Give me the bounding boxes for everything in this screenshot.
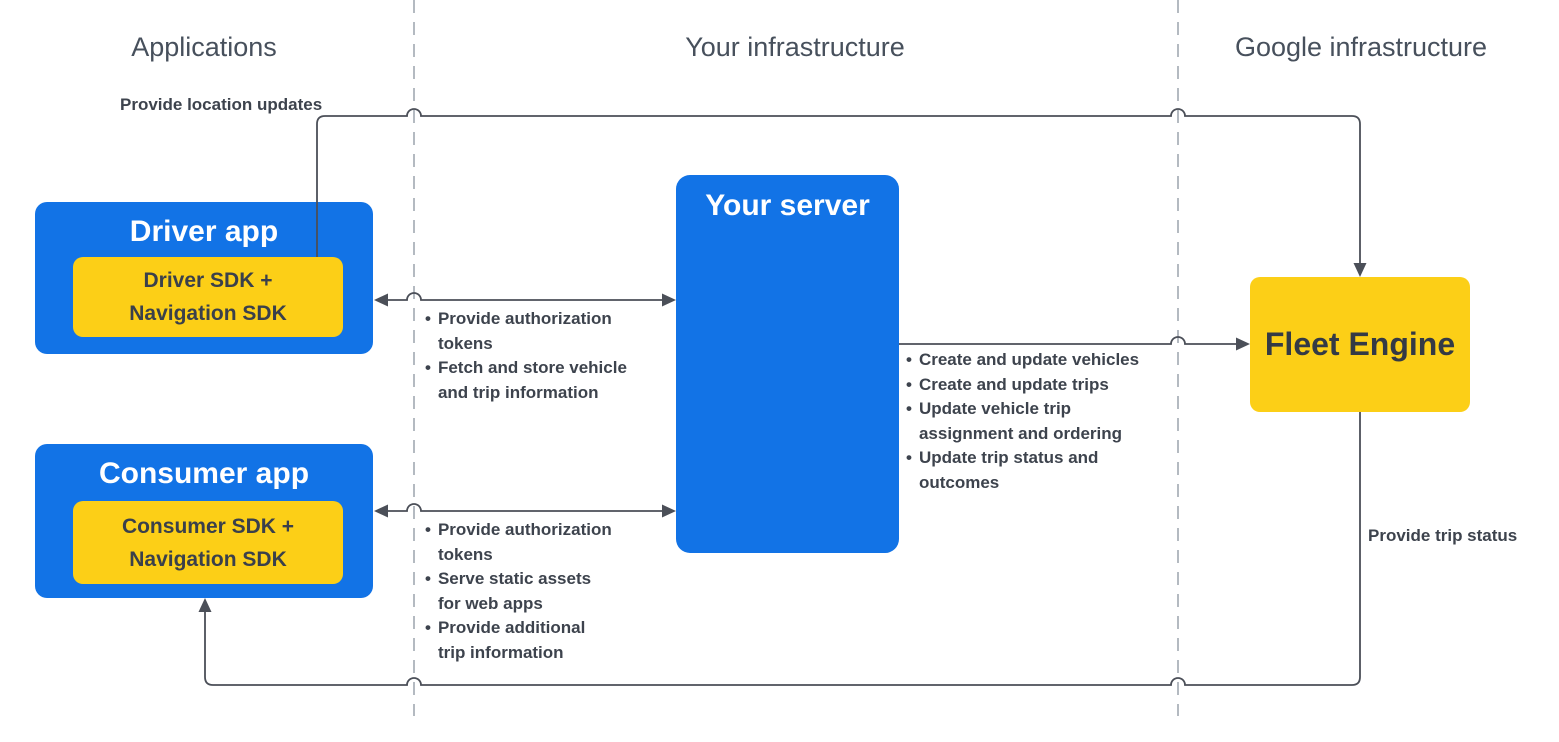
consumer-app-title: Consumer app [98, 457, 310, 490]
edge-bullets-consumer-server: Provide authorization tokens Serve stati… [425, 518, 612, 665]
your-server-title: Your server [705, 189, 870, 222]
bullet-text: Update trip status and outcomes [918, 448, 1099, 492]
arrowhead-consumer-right [374, 504, 388, 518]
arrowhead-server-left-top [662, 293, 676, 307]
node-fleet-engine: Fleet Engine [1250, 277, 1470, 412]
bullet-item: Provide authorization tokens [425, 518, 612, 567]
bullet-text: Provide authorization tokens [437, 309, 612, 353]
bullet-item: Update vehicle trip assignment and order… [906, 397, 1139, 446]
edge-label-trip-status: Provide trip status [1368, 526, 1518, 545]
node-your-server: Your server [676, 175, 899, 553]
bullet-item: Fetch and store vehicle and trip informa… [425, 356, 627, 405]
bullet-text: Provide authorization tokens [437, 520, 612, 564]
node-consumer-app: Consumer app Consumer SDK + Navigation S… [35, 444, 373, 598]
edge-consumer-server [388, 503, 662, 512]
arrowhead-fleet-top [1353, 263, 1367, 277]
bullet-item: Create and update trips [906, 373, 1139, 398]
column-header-your-infrastructure: Your infrastructure [685, 32, 905, 62]
column-header-applications: Applications [131, 32, 277, 62]
driver-sdk-label: Driver SDK + Navigation SDK [129, 269, 287, 325]
edge-driver-server [388, 292, 662, 301]
arrowhead-fleet-left [1236, 337, 1250, 351]
bullet-item: Update trip status and outcomes [906, 446, 1139, 495]
edge-bullets-server-fleet: Create and update vehicles Create and up… [906, 348, 1139, 495]
edge-bullets-driver-server: Provide authorization tokens Fetch and s… [425, 307, 627, 405]
bullet-text: Create and update vehicles [918, 350, 1140, 369]
bullet-item: Provide authorization tokens [425, 307, 627, 356]
node-driver-app: Driver app Driver SDK + Navigation SDK [35, 202, 373, 354]
column-header-google-infrastructure: Google infrastructure [1234, 32, 1488, 62]
arrowhead-driver-right [374, 293, 388, 307]
node-driver-sdk: Driver SDK + Navigation SDK [73, 257, 343, 337]
arrowhead-consumer-bottom [198, 598, 212, 612]
bullet-text: Create and update trips [918, 374, 1109, 394]
bullet-text: Update vehicle trip assignment and order… [918, 399, 1123, 443]
bullet-item: Create and update vehicles [906, 348, 1139, 373]
fleet-engine-title: Fleet Engine [1264, 326, 1456, 362]
bullet-text: Serve static assets for web apps [437, 569, 592, 613]
bullet-text: Provide additional trip information [437, 618, 586, 662]
node-consumer-sdk: Consumer SDK + Navigation SDK [73, 501, 343, 584]
driver-app-title: Driver app [129, 215, 279, 248]
bullet-text: Fetch and store vehicle and trip informa… [437, 358, 627, 402]
bullet-item: Serve static assets for web apps [425, 567, 612, 616]
edge-server-fleet [899, 336, 1236, 345]
bullet-item: Provide additional trip information [425, 616, 612, 665]
arrowhead-server-left-bottom [662, 504, 676, 518]
edge-label-location-updates: Provide location updates [120, 95, 323, 114]
consumer-sdk-label: Consumer SDK + Navigation SDK [121, 514, 295, 571]
